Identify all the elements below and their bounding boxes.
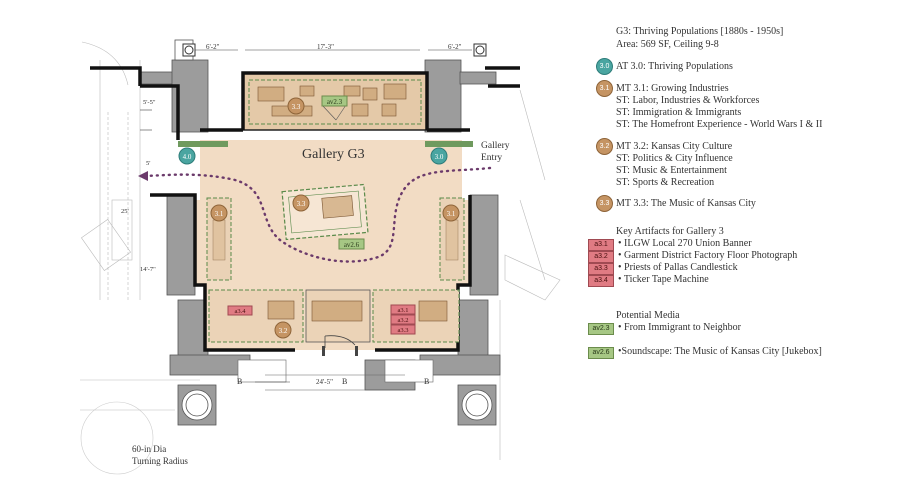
tag-a32: a3.2 <box>390 314 416 325</box>
legend-title: G3: Thriving Populations [1880s - 1950s] <box>616 26 784 37</box>
legend-artifacts-title: Key Artifacts for Gallery 3 <box>616 226 724 237</box>
legend-mt33-badge: 3.3 <box>596 195 613 212</box>
dimension-lines <box>140 49 472 383</box>
top-column-icons <box>182 43 487 57</box>
legend-mt32-label: MT 3.2: Kansas City Culture <box>616 141 733 152</box>
column-bases <box>177 384 497 426</box>
legend-mt32-st2: ST: Music & Entertainment <box>616 165 727 176</box>
door-post-right <box>355 346 358 356</box>
turning-radius-line1: 60-in Dia <box>132 444 166 454</box>
top-alcove-diag-1 <box>321 104 337 121</box>
context-lines <box>80 41 561 475</box>
dim-side-mid: 5' <box>146 160 150 167</box>
marker-at40: 4.0 <box>178 147 196 165</box>
svg-text:3.3: 3.3 <box>292 103 301 111</box>
marker-mt32-bottom: 3.2 <box>274 321 292 339</box>
dim-left: 6'-2" <box>206 43 220 51</box>
circulation-arrow-icon <box>138 171 148 181</box>
legend-at30-badge: 3.0 <box>596 58 613 75</box>
legend-panel: G3: Thriving Populations [1880s - 1950s]… <box>588 0 900 479</box>
tag-a34: a3.4 <box>227 305 253 316</box>
wall-fill <box>139 39 501 391</box>
legend-artifact-tag-2: a3.2 <box>588 251 614 263</box>
circulation-path <box>143 166 492 263</box>
gallery-entry-line1: Gallery <box>481 141 510 151</box>
legend-artifact-tag-4: a3.4 <box>588 275 614 287</box>
tag-av26: av2.6 <box>338 238 365 250</box>
legend-mt32-badge: 3.2 <box>596 138 613 155</box>
legend-mt32-st3: ST: Sports & Recreation <box>616 177 715 188</box>
legend-media-title: Potential Media <box>616 310 680 321</box>
legend-media-tag-2: av2.6 <box>588 347 614 359</box>
legend-mt31-badge: 3.1 <box>596 80 613 97</box>
bottom-case-items <box>267 300 448 322</box>
marker-mt33-top: 3.3 <box>287 97 305 115</box>
door-post-left <box>322 346 325 356</box>
legend-artifact-label-3: • Priests of Pallas Candlestick <box>618 262 738 273</box>
svg-text:a3.2: a3.2 <box>397 317 408 324</box>
gallery-title: Gallery G3 <box>302 147 365 162</box>
top-case-dashed <box>248 79 422 125</box>
entry-bar-left <box>178 141 228 147</box>
tag-av23: av2.3 <box>321 95 348 107</box>
legend-mt31-label: MT 3.1: Growing Industries <box>616 83 729 94</box>
legend-artifact-label-2: • Garment District Factory Floor Photogr… <box>618 250 798 261</box>
svg-text:4.0: 4.0 <box>183 153 192 161</box>
turning-radius-line2: Turning Radius <box>132 456 188 466</box>
svg-text:3.1: 3.1 <box>215 210 224 218</box>
black-walls <box>90 66 520 352</box>
legend-media-label-1: • From Immigrant to Neighbor <box>618 322 741 333</box>
bottom-stairs <box>237 359 434 391</box>
svg-text:a3.4: a3.4 <box>234 308 246 315</box>
legend-at30-label: AT 3.0: Thriving Populations <box>616 61 733 72</box>
legend-media-label-2: •Soundscape: The Music of Kansas City [J… <box>618 346 822 357</box>
marker-at30: 3.0 <box>430 147 448 165</box>
left-case-inner <box>212 219 226 261</box>
dim-bottom-bay: 24'-5" <box>316 378 333 386</box>
legend-mt31-st3: ST: The Homefront Experience - World War… <box>616 119 823 130</box>
marker-mt31-right: 3.1 <box>442 204 460 222</box>
svg-text:3.0: 3.0 <box>435 153 444 161</box>
floor-plan: 6'-2" 17'-3" 6'-2" 5'-5" 5' 25' 14'-7" 2… <box>80 39 561 475</box>
legend-artifact-label-1: • ILGW Local 270 Union Banner <box>618 238 752 249</box>
dim-side-25: 25' <box>121 208 129 215</box>
legend-mt31-st2: ST: Immigration & Immigrants <box>616 107 742 118</box>
legend-mt32-st1: ST: Politics & City Influence <box>616 153 733 164</box>
tag-a31: a3.1 <box>390 304 416 315</box>
marker-mt31-left: 3.1 <box>210 204 228 222</box>
top-alcove-diag-2 <box>335 104 347 121</box>
tag-a33: a3.3 <box>390 324 416 335</box>
legend-artifact-tag-1: a3.1 <box>588 239 614 251</box>
svg-text:3.3: 3.3 <box>297 200 306 208</box>
label-b-left: B <box>237 377 242 386</box>
svg-text:av2.3: av2.3 <box>327 98 343 106</box>
svg-text:3.2: 3.2 <box>279 327 288 335</box>
svg-text:av2.6: av2.6 <box>344 241 360 249</box>
legend-area: Area: 569 SF, Ceiling 9-8 <box>616 39 719 50</box>
legend-mt31-st1: ST: Labor, Industries & Workforces <box>616 95 760 106</box>
label-b-mid: B <box>342 377 347 386</box>
svg-text:3.1: 3.1 <box>447 210 456 218</box>
dim-center: 17'-3" <box>317 43 334 51</box>
legend-artifact-label-4: • Ticker Tape Machine <box>618 274 709 285</box>
svg-text:a3.3: a3.3 <box>397 327 408 334</box>
dim-side-top: 5'-5" <box>143 99 156 106</box>
legend-artifact-tag-3: a3.3 <box>588 263 614 275</box>
gallery-entry-line2: Entry <box>481 153 502 163</box>
marker-mt33-center: 3.3 <box>292 194 310 212</box>
dim-right: 6'-2" <box>448 43 462 51</box>
dim-side-bottom: 14'-7" <box>140 266 156 273</box>
entry-bar-right <box>425 141 473 147</box>
legend-media-tag-1: av2.3 <box>588 323 614 335</box>
label-b-right: B <box>424 377 429 386</box>
center-case <box>281 183 369 241</box>
svg-text:a3.1: a3.1 <box>397 307 408 314</box>
legend-mt33-label: MT 3.3: The Music of Kansas City <box>616 198 756 209</box>
right-case-inner <box>445 219 459 261</box>
